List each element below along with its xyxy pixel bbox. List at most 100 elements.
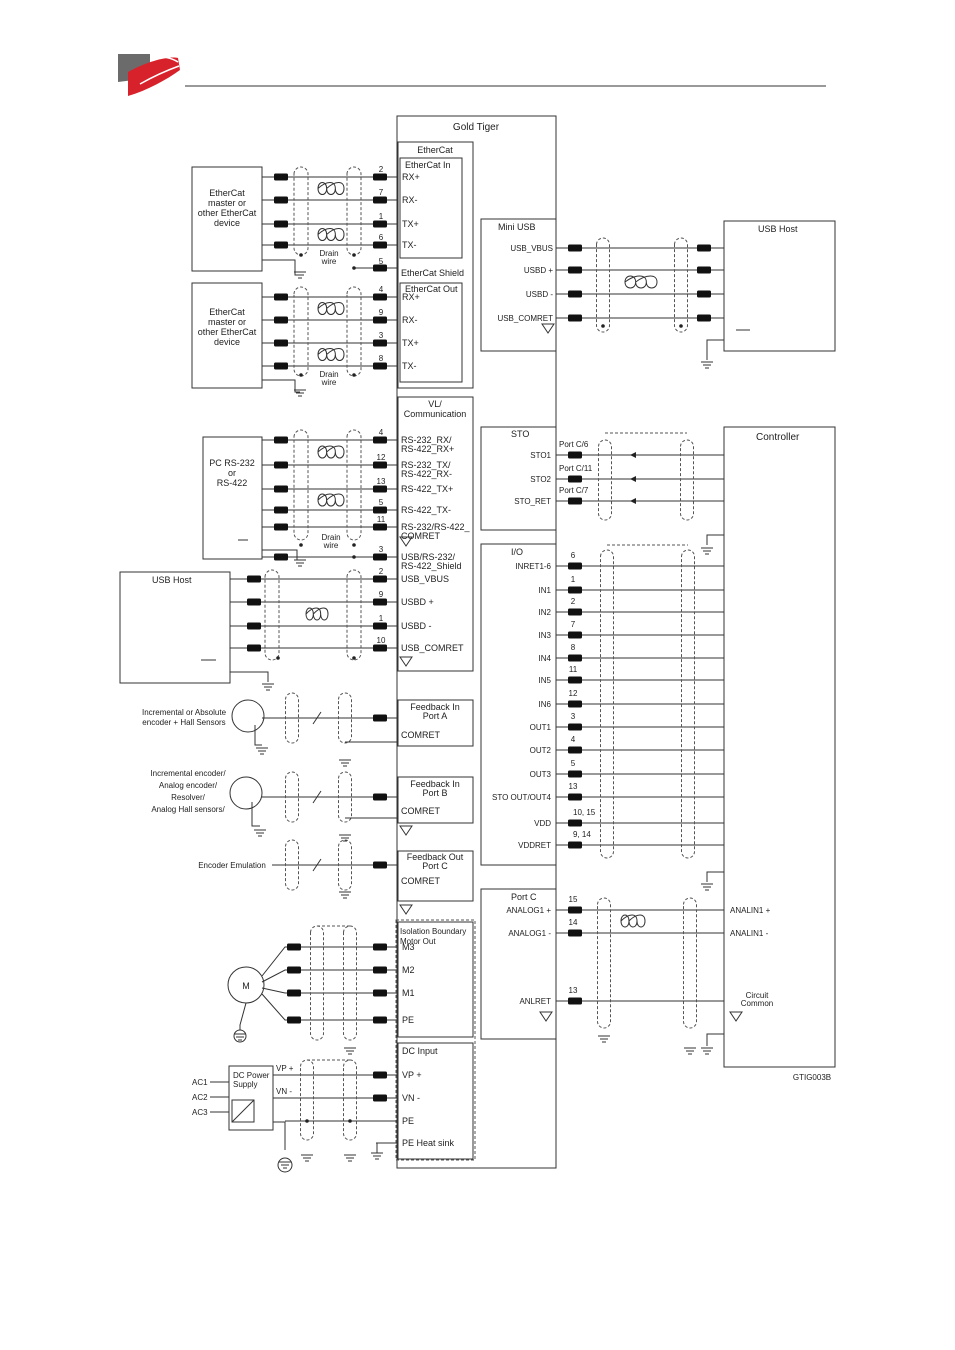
ground-wire <box>254 725 262 746</box>
vl-connector <box>373 506 387 514</box>
cable-shield <box>674 237 688 333</box>
encoder-b-label: Analog encoder/ <box>159 781 218 790</box>
vl-pin-label: RS-422_Shield <box>401 561 462 571</box>
cable-shield <box>293 166 309 256</box>
mini-usb-connector <box>697 244 711 252</box>
controller-analog-label: ANALIN1 - <box>730 929 769 938</box>
io-pin-label: STO OUT/OUT4 <box>492 793 552 802</box>
ethercat-out-pin-label: RX- <box>402 315 418 325</box>
ethercat-out-connector <box>373 316 387 324</box>
vl-pin-label: RS-232/RS-422_ <box>401 522 471 532</box>
io-connector <box>568 723 582 731</box>
ethercat-out-pin-label: TX+ <box>402 338 419 348</box>
dc-pin-label: PE Heat sink <box>402 1138 455 1148</box>
motor-connector <box>373 1016 387 1024</box>
motor-pin-label: M1 <box>402 988 415 998</box>
ground-triangle-icon <box>399 825 413 836</box>
ground-wire <box>251 802 260 827</box>
ethercat-out-connector <box>373 362 387 370</box>
rectifier-icon <box>231 1099 255 1123</box>
figure-id: GTIG003B <box>793 1073 831 1082</box>
vl-pin-label: RS-422_TX- <box>401 505 451 515</box>
io-pin-number: 12 <box>569 689 578 698</box>
twisted-pair-icon <box>317 493 345 507</box>
vl-connector <box>373 622 387 630</box>
junction-dot <box>299 253 303 257</box>
io-pin-label: OUT2 <box>530 746 552 755</box>
cable-shield <box>343 925 357 1041</box>
ethercat-device-label: device <box>214 337 240 347</box>
vl-connector <box>274 523 288 531</box>
io-pin-number: 9, 14 <box>573 830 591 839</box>
vl-pin-label: RS-232_RX/ <box>401 435 452 445</box>
cable-shield <box>300 1059 314 1141</box>
ethercat-in-connector <box>274 241 288 249</box>
feedback-c-title: Feedback Out <box>407 852 464 862</box>
vl-connector <box>373 436 387 444</box>
io-pin-label: IN6 <box>539 700 552 709</box>
usb-host-right-label: USB Host <box>758 224 798 234</box>
motor-pin-label: M2 <box>402 965 415 975</box>
ethercat-in-connector <box>274 196 288 204</box>
io-pin-label: OUT3 <box>530 770 552 779</box>
io-connector <box>568 631 582 639</box>
motor-out-title: Motor Out <box>400 937 436 946</box>
mini-usb-pin-label: USB_COMRET <box>497 314 553 323</box>
junction-dot <box>352 555 356 559</box>
dc-pin-label: VN - <box>402 1093 420 1103</box>
feedback-a-title: Feedback In <box>410 702 460 712</box>
ground-wire <box>706 534 724 545</box>
io-pin-number: 2 <box>571 597 576 606</box>
mini-usb-box <box>480 218 557 352</box>
encoder-b-icon <box>229 776 263 810</box>
vl-connector <box>373 523 387 531</box>
cable-shield <box>285 692 299 744</box>
cable-shield <box>338 771 352 823</box>
ground-triangle-icon <box>399 656 413 667</box>
vl-connector <box>373 553 387 561</box>
junction-dot <box>352 253 356 257</box>
motor-connector <box>287 943 301 951</box>
bus-slash <box>312 711 322 725</box>
motor-wire <box>261 993 398 1021</box>
cable-shield <box>596 237 610 333</box>
drain-wire-label: Drain <box>321 533 340 542</box>
ethercat-out-connector <box>274 362 288 370</box>
ethercat-device-label: EtherCat <box>209 307 245 317</box>
vl-pin-number: 11 <box>377 515 386 524</box>
ethercat-in-box <box>399 157 463 259</box>
drain-wire-label: Drain <box>319 249 338 258</box>
vl-connector <box>274 485 288 493</box>
ac-label: AC2 <box>192 1093 208 1102</box>
sto-pin-label: STO2 <box>530 475 551 484</box>
ethercat-in-connector <box>373 220 387 228</box>
mini-usb-connector <box>568 266 582 274</box>
vl-connector <box>274 436 288 444</box>
sto-port-label: Port C/7 <box>559 486 589 495</box>
feedback-a-title: Port A <box>423 711 448 721</box>
twisted-pair-icon <box>317 228 345 241</box>
mini-usb-pin-label: USBD - <box>526 290 553 299</box>
vl-pin-label: USBD + <box>401 597 434 607</box>
vl-pin-number: 10 <box>377 636 386 645</box>
controller-analog-label: ANALIN1 + <box>730 906 771 915</box>
ethercat-out-connector <box>274 316 288 324</box>
io-connector <box>568 746 582 754</box>
usb-host-left-box <box>119 571 231 684</box>
ethercat-in-connector <box>373 173 387 181</box>
feedback-b-title: Feedback In <box>410 779 460 789</box>
ethercat-out-connector <box>373 293 387 301</box>
ethercat-title: EtherCat <box>417 145 453 155</box>
chassis-wire <box>230 671 269 682</box>
ethercat-device-label: other EtherCat <box>198 327 257 337</box>
dc-pin-label: VP + <box>402 1070 422 1080</box>
io-pin-label: IN5 <box>539 676 552 685</box>
ground-wire <box>706 1033 724 1046</box>
ethercat-out-pin-number: 9 <box>379 308 384 317</box>
twisted-pair-icon <box>317 182 345 195</box>
ethercat-out-connector <box>274 293 288 301</box>
cable-shield <box>346 569 362 661</box>
ground-triangle-icon <box>539 1011 553 1022</box>
ethercat-shield-label: EtherCat Shield <box>401 268 464 278</box>
